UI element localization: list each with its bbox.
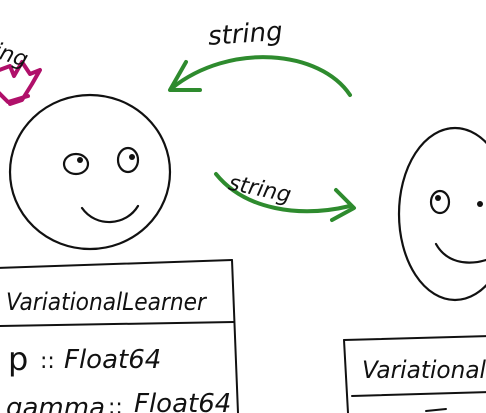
right-class-name: Variational [362, 356, 486, 384]
top-arrow-label: string [207, 17, 284, 52]
left-agent-face [8, 93, 172, 251]
left-field-name: p [8, 340, 28, 378]
right-agent-eye-pupil [477, 201, 483, 207]
left-field-type: Float64 [134, 389, 231, 413]
left-field-separator: :: [108, 395, 123, 413]
left-class-name: VariationalLearner [6, 288, 208, 316]
middle-arrow [214, 172, 356, 222]
right-agent-face [397, 126, 486, 302]
top-arrow [168, 55, 352, 97]
crown-icon [0, 60, 42, 106]
left-agent-eye-pupil [129, 154, 135, 160]
left-class-box [0, 259, 239, 413]
left-agent-eye-pupil [77, 157, 83, 163]
left-field-name: gamma [6, 393, 105, 413]
left-field-separator: :: [40, 349, 55, 374]
right-agent-eye-pupil [435, 195, 441, 201]
right-class-box [343, 335, 486, 413]
left-field-type: Float64 [64, 345, 161, 375]
